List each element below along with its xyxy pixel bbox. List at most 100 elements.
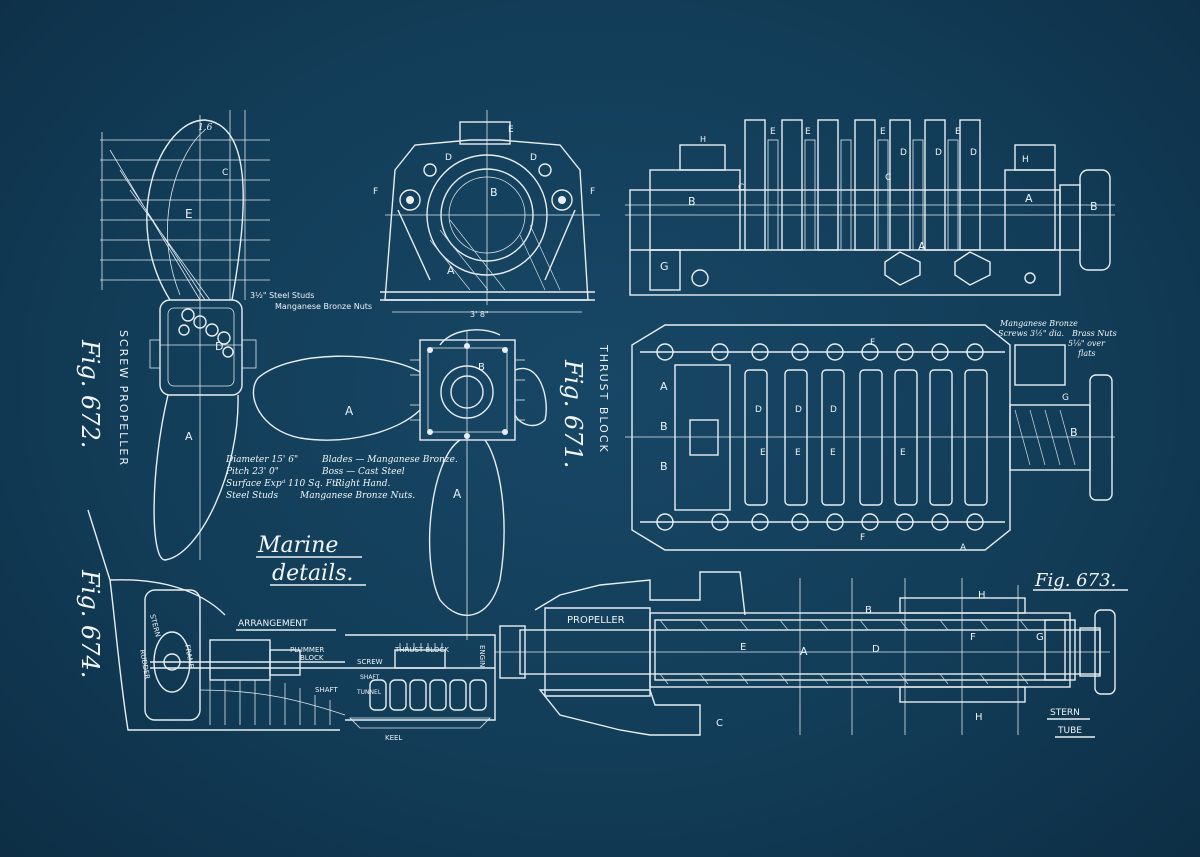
svg-text:A: A — [447, 264, 455, 277]
propeller-specs: Diameter 15' 6" Pitch 23' 0" Surface Exp… — [225, 455, 458, 501]
width-dimension: 3' 8" — [470, 310, 489, 319]
tunnel-label: TUNNEL — [356, 689, 382, 696]
sheet-title: Marine details. — [256, 533, 366, 586]
screw-propeller-caption: SCREW PROPELLER — [117, 330, 130, 467]
shaft-label-left: SHAFT — [315, 686, 338, 694]
svg-text:G: G — [660, 260, 669, 273]
frame-label: FRAME — [183, 644, 195, 669]
svg-text:C: C — [885, 173, 891, 183]
fig-671-label: Fig. 671. — [559, 359, 587, 468]
spec-hand: Right Hand. — [334, 479, 390, 489]
manganese-screws-note-1: Manganese Bronze — [999, 319, 1078, 328]
spec-surface: Surface Expᵈ 110 Sq. Ft. — [226, 479, 339, 489]
svg-text:E: E — [760, 448, 766, 458]
plummer-label-2: BLOCK — [300, 654, 324, 662]
svg-text:B: B — [1070, 426, 1078, 439]
svg-text:H: H — [978, 590, 986, 601]
engine-label: ENGIN — [478, 645, 486, 667]
thrust-block-small-label: THRUST BLOCK — [394, 646, 449, 654]
svg-text:A: A — [453, 487, 462, 501]
svg-text:E: E — [185, 207, 193, 221]
fig-674-arrangement: ARRANGEMENT PLUMMER BLOCK SHAFT STERN RU… — [76, 509, 496, 742]
svg-text:C: C — [716, 718, 723, 729]
svg-text:D: D — [795, 405, 802, 415]
svg-text:E: E — [508, 125, 514, 135]
spec-pitch: Pitch 23' 0" — [225, 467, 279, 477]
svg-text:G: G — [1036, 632, 1044, 643]
svg-text:A: A — [1025, 192, 1033, 205]
svg-text:A: A — [918, 240, 926, 253]
svg-text:C: C — [222, 168, 228, 178]
svg-text:1.6: 1.6 — [198, 123, 213, 133]
svg-text:B: B — [660, 420, 668, 433]
svg-text:F: F — [870, 338, 875, 348]
fig-672-propeller-side-view: 1.6 C E D A 3½" Steel Studs Manganese Br… — [76, 110, 372, 561]
svg-text:E: E — [770, 127, 776, 137]
stern-label: STERN — [148, 613, 162, 638]
manganese-screws-note-2: Screws 3½" dia. — [998, 329, 1064, 338]
svg-text:D: D — [872, 644, 880, 655]
title-line-2: details. — [272, 561, 353, 586]
manganese-nuts-note: Manganese Bronze Nuts — [275, 302, 372, 311]
steel-studs-note: 3½" Steel Studs — [250, 291, 314, 300]
propeller-label: PROPELLER — [567, 615, 625, 626]
arrangement-caption: ARRANGEMENT — [238, 619, 308, 629]
svg-text:D: D — [215, 340, 223, 353]
svg-text:A: A — [345, 404, 354, 418]
thrust-block-plan: A B B B G A F F D D D E E E E Manganese … — [625, 319, 1117, 553]
svg-text:F: F — [590, 187, 595, 197]
thrust-block-caption: THRUST BLOCK — [597, 344, 610, 454]
spec-nuts: Manganese Bronze Nuts. — [299, 491, 415, 501]
fig-672-label: Fig. 672. — [76, 339, 104, 448]
svg-text:B: B — [1090, 200, 1098, 213]
svg-text:C: C — [738, 183, 744, 193]
propeller-front-view: A A B — [252, 329, 547, 640]
svg-text:B: B — [490, 186, 498, 199]
svg-text:F: F — [970, 632, 976, 643]
svg-text:A: A — [800, 645, 808, 658]
svg-text:H: H — [700, 135, 706, 144]
spec-diameter: Diameter 15' 6" — [225, 455, 298, 465]
svg-text:E: E — [740, 642, 746, 653]
svg-text:F: F — [860, 533, 865, 543]
svg-text:D: D — [830, 405, 837, 415]
svg-text:E: E — [830, 448, 836, 458]
brass-nuts-note-2: 5⅛" over — [1068, 339, 1106, 348]
svg-text:E: E — [880, 127, 886, 137]
svg-text:G: G — [1062, 393, 1069, 403]
stern-tube-label-2: TUBE — [1057, 726, 1082, 736]
thrust-block-elevation: H H B A G A B E E E E D D D C C — [625, 119, 1115, 296]
svg-text:B: B — [865, 605, 872, 616]
svg-text:H: H — [1022, 155, 1029, 165]
screw-label: SCREW — [357, 658, 383, 666]
rudder-label: RUDDER — [138, 649, 151, 680]
spec-blades: Blades — Manganese Bronze. — [321, 455, 458, 465]
plummer-label-1: PLUMMER — [290, 646, 324, 654]
svg-text:A: A — [960, 543, 967, 553]
svg-text:D: D — [935, 148, 942, 158]
brass-nuts-note-3: flats — [1077, 349, 1095, 358]
fig-674-label: Fig. 674. — [76, 569, 104, 678]
svg-text:A: A — [185, 430, 193, 443]
svg-text:E: E — [805, 127, 811, 137]
svg-text:A: A — [660, 380, 668, 393]
brass-nuts-note-1: Brass Nuts — [1071, 329, 1117, 338]
svg-text:D: D — [445, 153, 452, 163]
svg-text:H: H — [975, 712, 983, 723]
svg-text:D: D — [900, 148, 907, 158]
svg-text:E: E — [900, 448, 906, 458]
fig-673-stern-tube: PROPELLER A B C D E F G H H Fig. 673. ST… — [495, 570, 1128, 738]
svg-text:D: D — [970, 148, 977, 158]
svg-text:D: D — [530, 153, 537, 163]
svg-text:B: B — [660, 460, 668, 473]
shaft-label: SHAFT — [360, 674, 380, 681]
fig-673-label: Fig. 673. — [1034, 570, 1116, 591]
spec-studs: Steel Studs — [226, 491, 279, 501]
svg-text:F: F — [373, 187, 378, 197]
title-line-1: Marine — [257, 533, 338, 558]
thrust-block-section-view: 3' 8" B A F F D D E — [373, 110, 600, 319]
keel-label: KEEL — [385, 734, 402, 742]
svg-text:E: E — [955, 127, 961, 137]
